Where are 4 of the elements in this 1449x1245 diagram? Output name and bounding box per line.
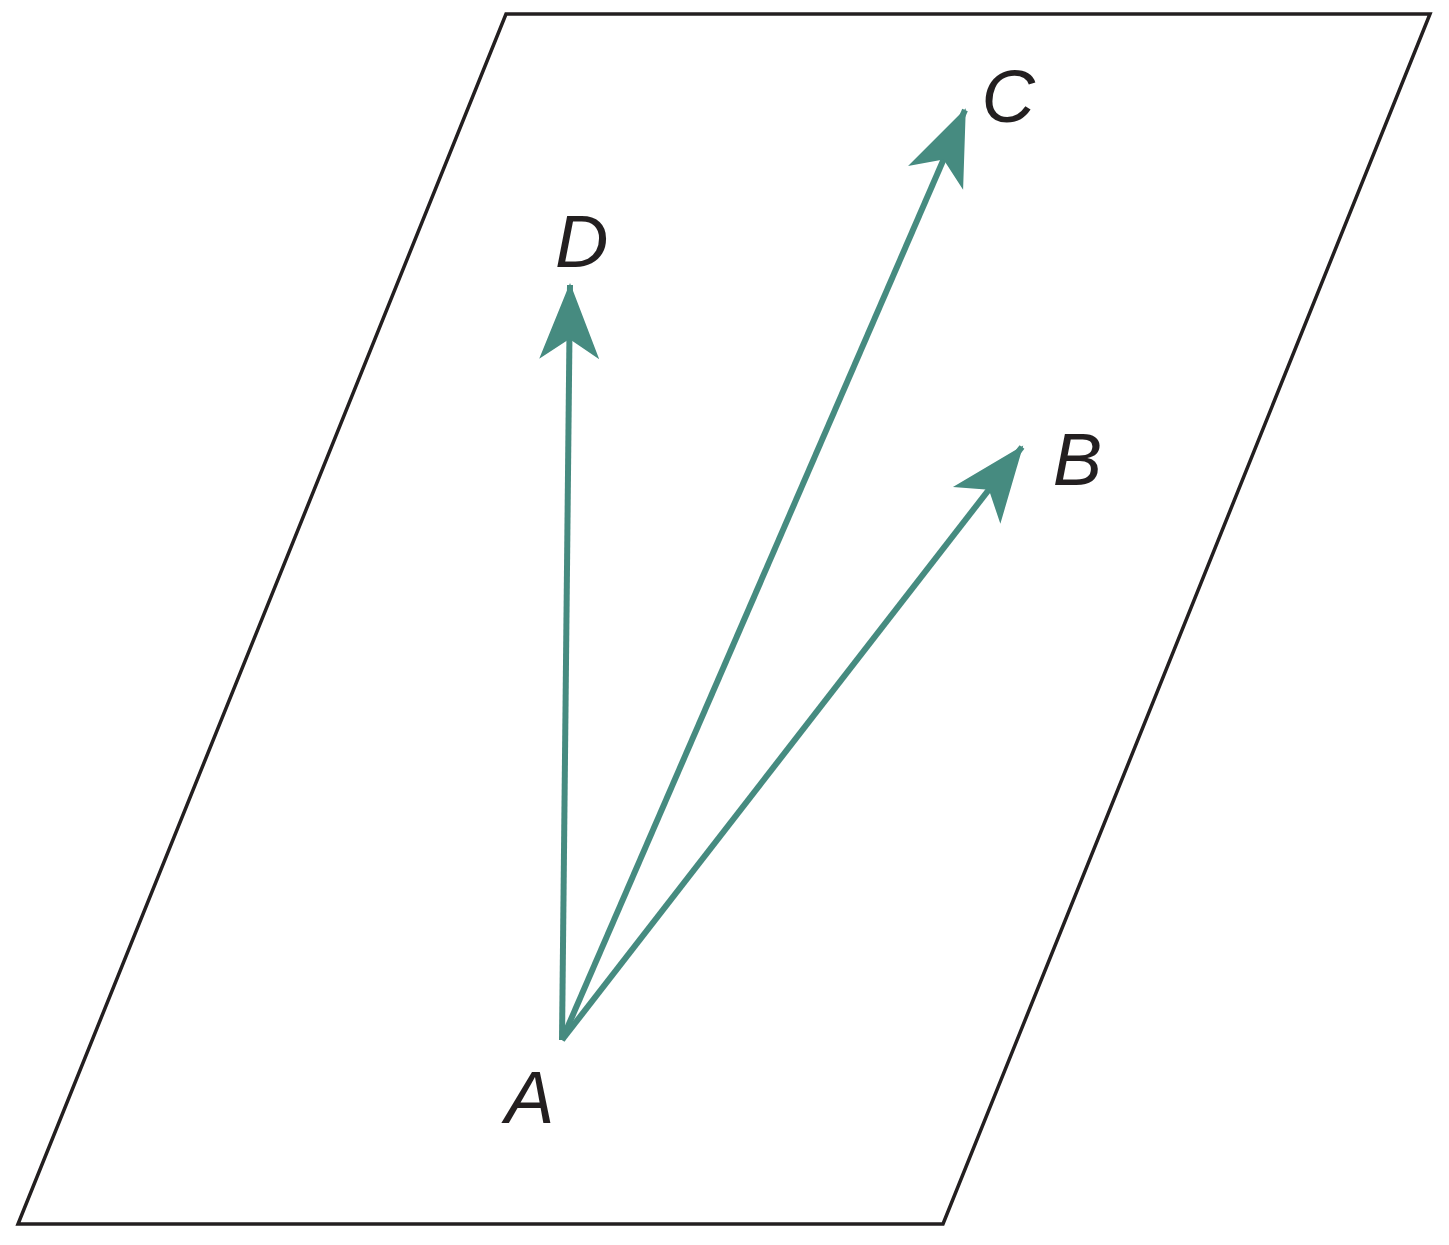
point-label: D: [555, 205, 609, 279]
arrow: [539, 283, 600, 1041]
point-label: C: [981, 60, 1035, 134]
point-label: B: [1052, 423, 1102, 497]
